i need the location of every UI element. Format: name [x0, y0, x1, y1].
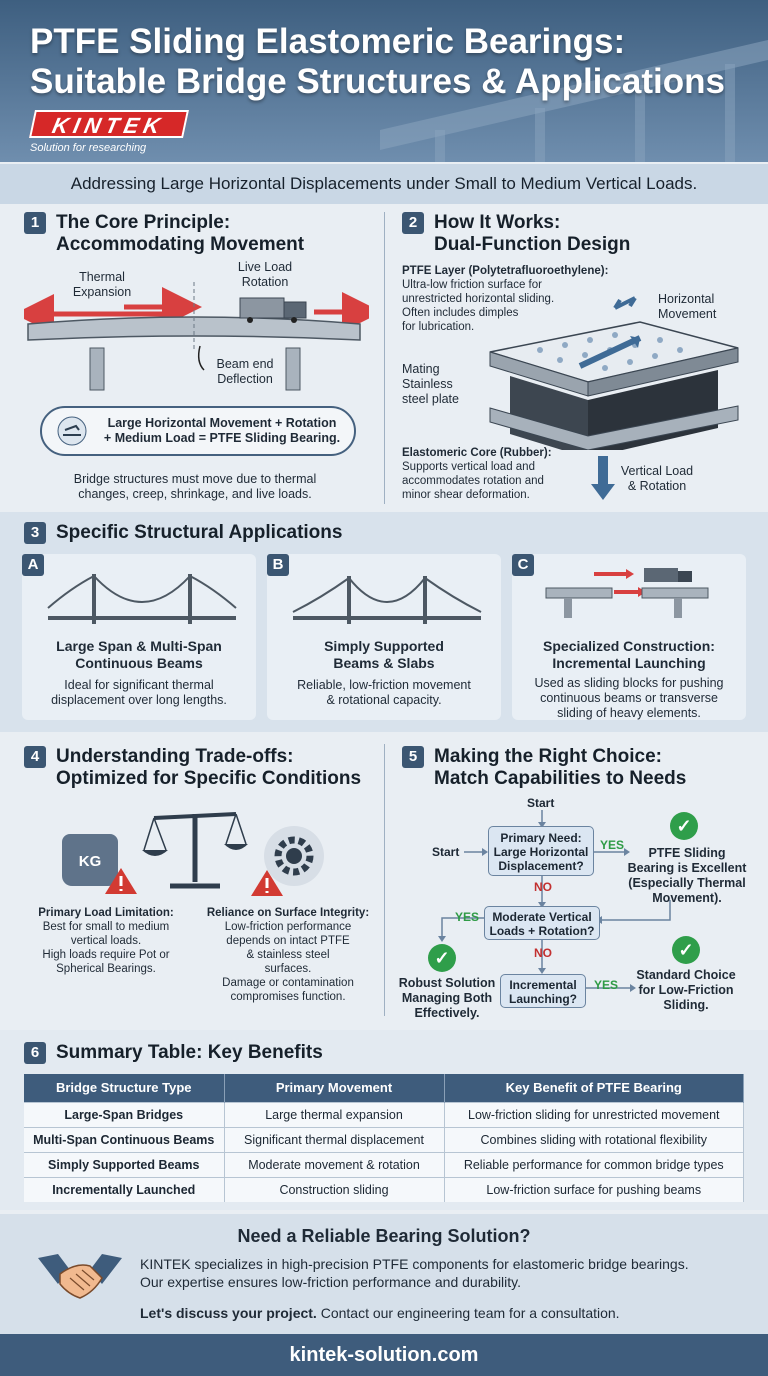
elastomeric-core-description: Elastomeric Core (Rubber): Supports vert… — [402, 447, 552, 501]
bearing-icon — [57, 416, 87, 446]
flowchart-connectors — [438, 810, 671, 992]
section-title: Summary Table: Key Benefits — [56, 1042, 323, 1063]
kg-weight-icon: KG — [62, 834, 118, 886]
column-header: Key Benefit of PTFE Bearing — [444, 1074, 744, 1102]
column-header: Primary Movement — [224, 1074, 445, 1102]
ptfe-layer-description: PTFE Layer (Polytetrafluoroethylene): Ul… — [402, 265, 609, 333]
bridge-backdrop-graphic — [380, 40, 768, 162]
table-header-row: Bridge Structure Type Primary Movement K… — [24, 1074, 744, 1102]
down-arrow-icon — [591, 456, 615, 500]
column-header: Bridge Structure Type — [24, 1074, 225, 1102]
check-icon: ✓ — [672, 936, 700, 964]
bridge-movement-diagram — [24, 282, 369, 391]
section-1-footnote: Bridge structures must move due to therm… — [73, 472, 317, 501]
handshake-icon — [38, 1254, 122, 1299]
no-label: NO — [534, 946, 552, 960]
cta-title: Need a Reliable Bearing Solution? — [237, 1226, 531, 1246]
column-divider — [384, 744, 385, 1016]
cable-bridge-icon — [292, 576, 482, 624]
gear-icon — [264, 826, 324, 886]
section-title: Understanding Trade-offs:Optimized for S… — [56, 746, 362, 789]
flowchart-start-left: Start — [432, 845, 460, 859]
section-title: How It Works:Dual-Function Design — [434, 212, 631, 255]
cta-body: KINTEK specializes in high-precision PTF… — [140, 1256, 689, 1290]
section-title: The Core Principle:Accommodating Movemen… — [56, 212, 305, 255]
kintek-logo: KINTEK — [29, 110, 189, 138]
label-vertical-load: Vertical Load& Rotation — [620, 464, 694, 493]
section-number: 6 — [24, 1042, 46, 1064]
load-limitation-text: Primary Load Limitation: Best for small … — [38, 907, 174, 975]
yes-label: YES — [594, 978, 619, 992]
subtitle-bar: Addressing Large Horizontal Displacement… — [0, 164, 768, 204]
section-number: 1 — [24, 212, 46, 234]
bearing-cross-section-diagram — [489, 296, 739, 450]
cta-panel — [0, 1214, 768, 1334]
header-banner: PTFE Sliding Elastomeric Bearings:Suitab… — [0, 0, 768, 162]
footer-website-link[interactable]: kintek-solution.com — [0, 1334, 768, 1376]
page-title: PTFE Sliding Elastomeric Bearings:Suitab… — [30, 22, 725, 101]
summary-table: Bridge Structure Type Primary Movement K… — [24, 1074, 744, 1202]
column-divider — [384, 212, 385, 504]
check-icon: ✓ — [428, 944, 456, 972]
section-title: Making the Right Choice:Match Capabiliti… — [434, 746, 687, 789]
balance-scale-icon — [142, 812, 248, 889]
surface-integrity-text: Reliance on Surface Integrity: Low-frict… — [206, 907, 370, 1003]
flowchart-start-top: Start — [527, 796, 555, 810]
check-icon: ✓ — [670, 812, 698, 840]
launching-bridge-icon — [545, 568, 709, 618]
yes-label: YES — [455, 910, 480, 924]
suspension-bridge-icon — [47, 574, 237, 624]
section-number: 5 — [402, 746, 424, 768]
section-number: 2 — [402, 212, 424, 234]
section-number: 3 — [24, 522, 46, 544]
warning-icon — [105, 868, 137, 894]
section-number: 4 — [24, 746, 46, 768]
yes-label: YES — [600, 838, 625, 852]
cta-contact-line: Let's discuss your project. Contact our … — [140, 1305, 620, 1321]
logo-tagline: Solution for researching — [30, 142, 147, 154]
warning-icon — [251, 870, 283, 896]
principle-callout: Large Horizontal Movement + Rotation+ Me… — [40, 406, 356, 456]
application-card-c: C Specialized Construction:Incremental L… — [512, 554, 746, 720]
section-title: Specific Structural Applications — [56, 522, 343, 543]
no-label: NO — [534, 880, 552, 894]
